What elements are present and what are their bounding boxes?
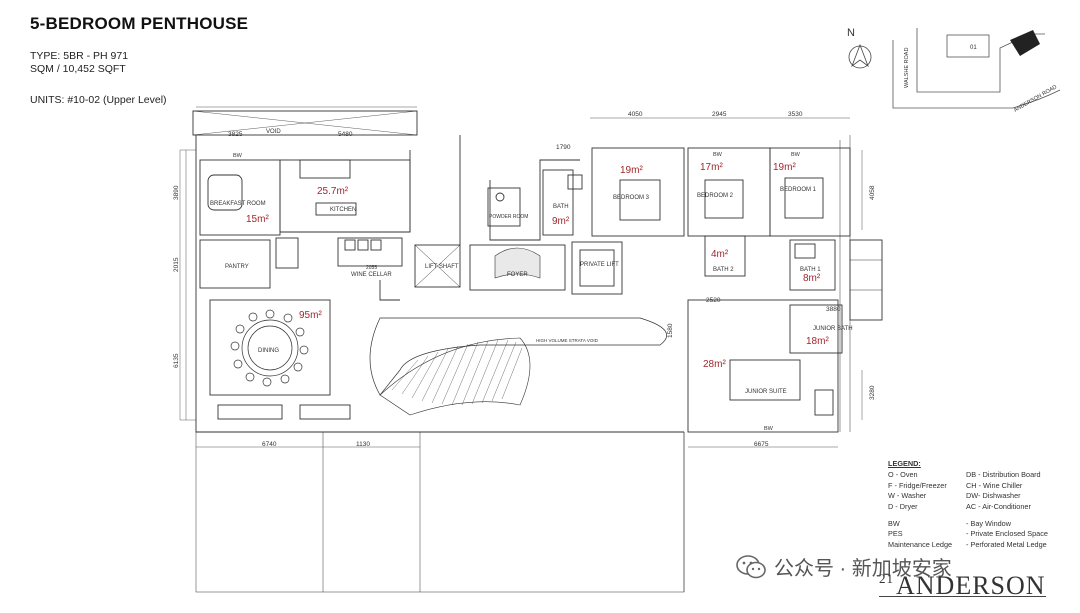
dining-table (230, 309, 309, 387)
label-bath: BATH (553, 204, 569, 210)
label-high-volume: HIGH VOLUME STRATA VOID (536, 338, 599, 343)
label-kitchen: KITCHEN (330, 207, 356, 213)
label-foyer: FOYER (507, 272, 528, 278)
key-plan-block-label: 01 (970, 45, 977, 51)
unit-numbers: UNITS: #10-02 (Upper Level) (30, 94, 167, 106)
plan-walls (179, 110, 883, 593)
dim-2945: 2945 (712, 111, 727, 118)
dim-3530: 3530 (788, 111, 803, 118)
area-kitchen: 25.7m² (317, 186, 349, 197)
legend-row: BW- Bay Window (888, 519, 1012, 529)
label-bath-1: BATH 1 (800, 267, 821, 273)
legend-row: Maintenance Ledge- Perforated Metal Ledg… (888, 539, 1047, 549)
key-plan: N 01 WALSHE ROAD ANDERSON ROAD (847, 27, 1061, 114)
north-arrow-icon: N (847, 27, 872, 69)
label-breakfast-room: BREAKFAST ROOM (210, 201, 266, 207)
dim-3890: 3890 (173, 185, 180, 200)
bw-junior-suite: BW (764, 426, 774, 432)
bw-breakfast: BW (233, 153, 243, 159)
dim-6740: 6740 (262, 441, 277, 448)
label-junior-bath: JUNIOR BATH (813, 326, 853, 332)
label-lift-shaft: LIFT SHAFT (425, 264, 459, 270)
plan-title: 5-BEDROOM PENTHOUSE (30, 14, 249, 33)
area-labels: 15m² 25.7m² 95m² 9m² 19m² 17m² 19m² 4m² … (246, 162, 829, 370)
dim-5480: 5480 (338, 131, 353, 138)
brand-logo: 21ANDERSON (879, 571, 1046, 601)
label-junior-suite: JUNIOR SUITE (745, 389, 787, 395)
label-pantry: PANTRY (225, 264, 249, 270)
label-dining: DINING (258, 348, 279, 354)
dim-2520: 2520 (706, 297, 721, 304)
area-junior-bath: 18m² (806, 336, 829, 347)
dim-2015: 2015 (173, 257, 180, 272)
unit-type: TYPE: 5BR - PH 971 (30, 50, 129, 62)
area-bedroom-2: 17m² (700, 162, 723, 173)
dim-1790: 1790 (556, 144, 571, 151)
bw-bedroom-2: BW (713, 152, 723, 158)
north-label: N (847, 27, 855, 39)
watermark-text: 公众号 · 新加坡安家 (774, 558, 952, 580)
key-plan-highlight (1010, 30, 1040, 56)
dim-4050: 4050 (628, 111, 643, 118)
label-bath-2: BATH 2 (713, 267, 734, 273)
dimension-lines (185, 106, 863, 448)
unit-size: SQM / 10,452 SQFT (30, 63, 126, 75)
dimension-labels: 3825 5480 3890 2015 6135 6740 1130 4050 … (173, 111, 876, 448)
area-bath-1: 8m² (803, 273, 821, 284)
brand-name: ANDERSON (896, 571, 1046, 600)
dim-4058: 4058 (869, 185, 876, 200)
dim-6675: 6675 (754, 441, 769, 448)
area-breakfast: 15m² (246, 214, 269, 225)
area-bath-2: 4m² (711, 249, 729, 260)
area-bath: 9m² (552, 216, 570, 227)
label-bedroom-3: BEDROOM 3 (613, 195, 650, 201)
dim-6135: 6135 (173, 353, 180, 368)
dim-3880: 3880 (826, 306, 841, 313)
area-bedroom-1: 19m² (773, 162, 796, 173)
legend-title: LEGEND: (888, 459, 921, 468)
dim-1130: 1130 (356, 441, 370, 448)
label-bedroom-1: BEDROOM 1 (780, 187, 817, 193)
dim-1580: 1580 (667, 323, 674, 338)
area-bedroom-3: 19m² (620, 165, 643, 176)
dim-2055: 2055 (366, 265, 377, 271)
area-dining: 95m² (299, 310, 322, 321)
label-bedroom-2: BEDROOM 2 (697, 193, 734, 199)
label-wine-cellar: WINE CELLAR (351, 272, 392, 278)
label-void: VOID (266, 129, 281, 135)
key-plan-block (946, 34, 990, 58)
legend-row: PES- Private Enclosed Space (888, 529, 1048, 539)
wechat-icon (736, 554, 766, 578)
label-private-lift: PRIVATE LIFT (580, 262, 619, 268)
area-junior-suite: 28m² (703, 359, 726, 370)
dim-3825: 3825 (228, 131, 243, 138)
dim-3280: 3280 (869, 385, 876, 400)
room-labels: BREAKFAST ROOM KITCHEN PANTRY WINE CELLA… (210, 129, 853, 395)
road-anderson: ANDERSON ROAD (1013, 84, 1058, 114)
label-powder-room: POWDER ROOM (489, 214, 528, 220)
brand-number: 21 (879, 571, 894, 586)
road-walshe: WALSHE ROAD (904, 48, 910, 88)
bw-bedroom-1: BW (791, 152, 801, 158)
wechat-watermark: 公众号 · 新加坡安家 (736, 552, 952, 581)
